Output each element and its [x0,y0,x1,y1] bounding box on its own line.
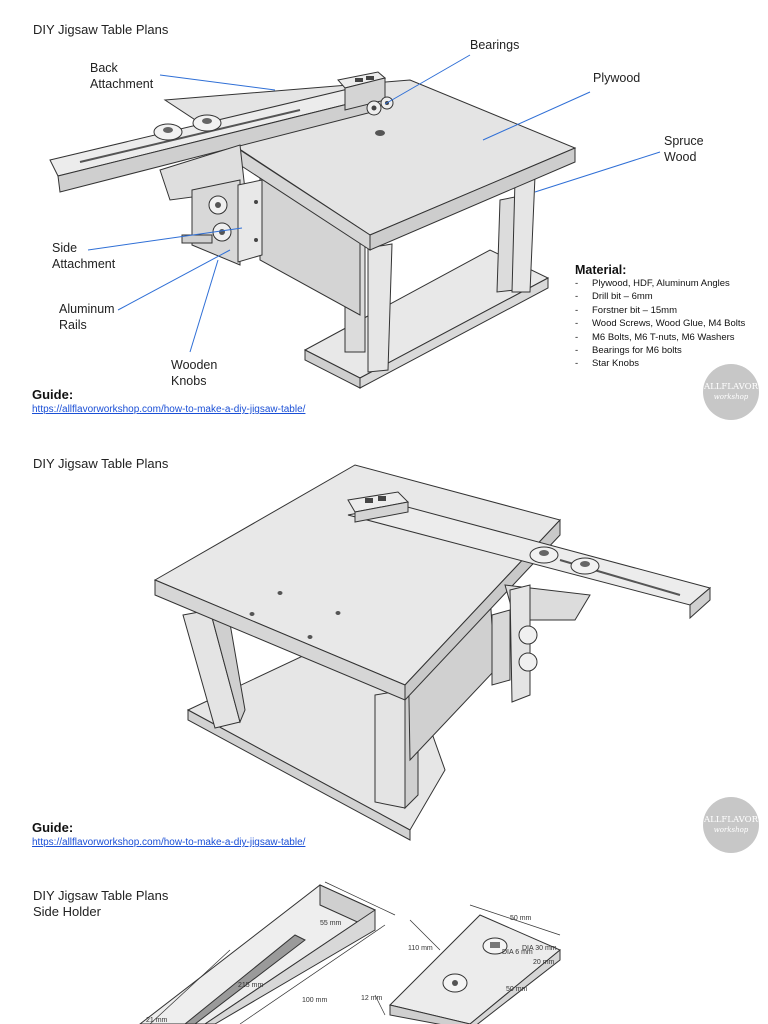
callout-back-attachment: Back Attachment [90,60,153,92]
page2-guide-link[interactable]: https://allflavorworkshop.com/how-to-mak… [32,837,306,848]
side-holder-drawing: 55 mm 215 mm 100 mm 21 mm 50 mm 110 mm 1… [139,881,561,1024]
callout-plywood: Plywood [593,71,641,85]
material-item: M6 Bolts, M6 T-nuts, M6 Washers [575,331,765,344]
page3-title-line2: Side Holder [33,904,101,919]
material-item: Bearings for M6 bolts [575,344,765,357]
callout-side-attachment-line2: Attachment [52,257,116,271]
dim-55: 55 mm [320,920,342,927]
callout-side-attachment: Side Attachment [52,240,115,272]
allflavor-logo-2: ALLFLAVOR workshop [703,797,759,853]
dim-12: 12 mm [361,995,383,1002]
callout-back-attachment-line2: Attachment [90,77,154,91]
callout-aluminum-line1: Aluminum [59,302,115,316]
material-item: Plywood, HDF, Aluminum Angles [575,277,765,290]
allflavor-logo: ALLFLAVOR workshop [703,364,759,420]
callout-aluminum-line2: Rails [59,318,87,332]
page1-table-illustration [49,54,661,389]
page2-guide-heading: Guide: [32,820,74,835]
dim-50a: 50 mm [510,915,532,922]
material-item: Forstner bit – 15mm [575,304,765,317]
callout-spruce-line2: Wood [664,150,697,164]
dim-110: 110 mm [408,945,433,952]
material-item: Wood Screws, Wood Glue, M4 Bolts [575,317,765,330]
page3-title-line1: DIY Jigsaw Table Plans [33,888,169,903]
dim-20: 20 mm [533,959,555,966]
dim-dia6: DIA 6 mm [502,949,533,956]
dim-50b: 50 mm [506,986,528,993]
dim-100: 100 mm [302,997,327,1004]
dim-dia30: DIA 30 mm [522,945,557,952]
dim-21: 21 mm [146,1017,168,1024]
material-heading: Material: [575,263,627,277]
logo-line2: workshop [713,826,749,834]
logo-line1: ALLFLAVOR [703,815,759,825]
page3-title: DIY Jigsaw Table Plans Side Holder [33,888,168,920]
material-item: Star Knobs [575,357,765,370]
callout-wooden-knobs: Wooden Knobs [171,357,217,389]
callout-side-attachment-line1: Side [52,241,78,255]
callout-wooden-knobs-line1: Wooden [171,358,218,372]
callout-bearings: Bearings [470,38,520,52]
material-list: Plywood, HDF, Aluminum Angles Drill bit … [575,277,765,371]
material-item: Drill bit – 6mm [575,290,765,303]
dim-215: 215 mm [238,982,263,989]
page2-table-illustration [153,464,712,841]
callout-spruce-wood: Spruce Wood [664,133,704,165]
page1-guide-heading: Guide: [32,387,74,402]
callout-spruce-line1: Spruce [664,134,704,148]
page2-title: DIY Jigsaw Table Plans [33,456,169,471]
material-panel: Material: Plywood, HDF, Aluminum Angles … [575,263,765,371]
callout-back-attachment-line1: Back [90,61,118,75]
callout-wooden-knobs-line2: Knobs [171,374,207,388]
logo-line1: ALLFLAVOR [703,382,759,392]
page1-guide-link[interactable]: https://allflavorworkshop.com/how-to-mak… [32,404,306,415]
logo-line2: workshop [713,393,749,401]
callout-aluminum-rails: Aluminum Rails [59,301,115,333]
page1-title: DIY Jigsaw Table Plans [33,22,169,37]
